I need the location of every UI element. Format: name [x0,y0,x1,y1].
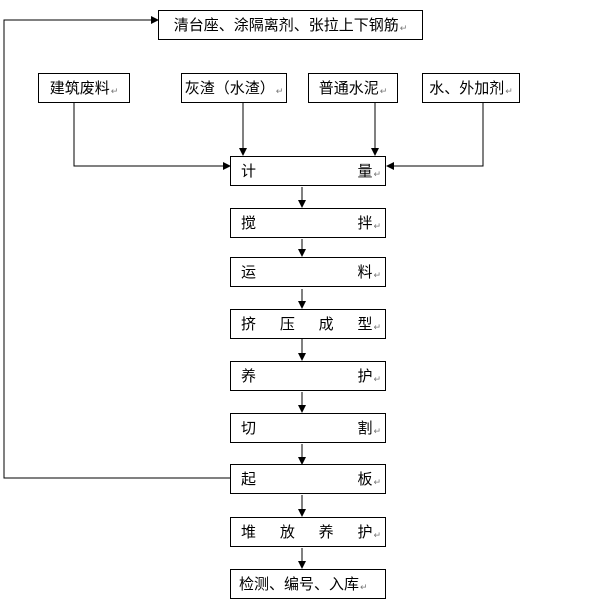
step-box-transport: 运 料↵ [230,257,386,287]
paragraph-mark: ↵ [373,323,381,333]
input-box-slag: 灰渣（水渣）↵ [181,73,287,103]
arrow-water-to-measure [386,103,484,170]
step-char: 量 [357,162,373,180]
paragraph-mark: ↵ [275,87,284,97]
input-label: 普通水泥 [318,79,379,97]
step-char: 养 [318,523,334,541]
arrow-waste-to-measure [73,103,231,170]
step-char: 堆 [241,523,257,541]
step-char: 成 [318,315,334,333]
step-box-measure: 计 量↵ [230,156,386,186]
step-char: 护 [357,523,373,541]
step-char: 护 [357,367,373,385]
paragraph-mark: ↵ [379,87,388,97]
step-char: 拌 [357,214,373,232]
loop-back-arrow [3,16,230,479]
step-box-cutting: 切 割↵ [230,413,386,443]
step-char: 切 [241,419,257,437]
step-box-extrusion: 挤 压 成 型↵ [230,309,386,339]
paragraph-mark: ↵ [399,24,408,34]
paragraph-mark: ↵ [373,222,381,232]
paragraph-mark: ↵ [373,531,381,541]
step-label: 检测、编号、入库 [239,575,360,593]
input-label: 灰渣（水渣） [184,79,275,97]
paragraph-mark: ↵ [373,271,381,281]
input-box-water-additive: 水、外加剂↵ [422,73,520,103]
step-box-curing: 养 护↵ [230,361,386,391]
step-char: 搅 [241,214,257,232]
step-char: 计 [241,162,257,180]
top-step-label: 清台座、涂隔离剂、张拉上下钢筋 [173,16,399,34]
step-char: 运 [241,263,257,281]
paragraph-mark: ↵ [373,170,381,180]
input-box-construction-waste: 建筑废料↵ [38,73,130,103]
step-char: 压 [279,315,295,333]
paragraph-mark: ↵ [360,583,368,593]
step-char: 挤 [241,315,257,333]
input-box-cement: 普通水泥↵ [308,73,398,103]
step-box-lift-board: 起 板↵ [230,464,386,494]
step-char: 养 [241,367,257,385]
step-char: 型 [357,315,373,333]
paragraph-mark: ↵ [505,87,513,97]
paragraph-mark: ↵ [373,427,381,437]
step-char: 板 [357,470,373,488]
step-char: 料 [357,263,373,281]
top-step-box: 清台座、涂隔离剂、张拉上下钢筋↵ [158,10,423,40]
step-box-mix: 搅 拌↵ [230,208,386,238]
input-label: 建筑废料 [49,79,110,97]
paragraph-mark: ↵ [110,87,119,97]
input-label: 水、外加剂 [429,79,505,97]
step-box-inspect-store: 检测、编号、入库↵ [230,569,386,599]
paragraph-mark: ↵ [373,375,381,385]
step-char: 割 [357,419,373,437]
step-box-stack-curing: 堆 放 养 护↵ [230,517,386,547]
step-char: 起 [241,470,257,488]
step-char: 放 [279,523,295,541]
paragraph-mark: ↵ [373,478,381,488]
